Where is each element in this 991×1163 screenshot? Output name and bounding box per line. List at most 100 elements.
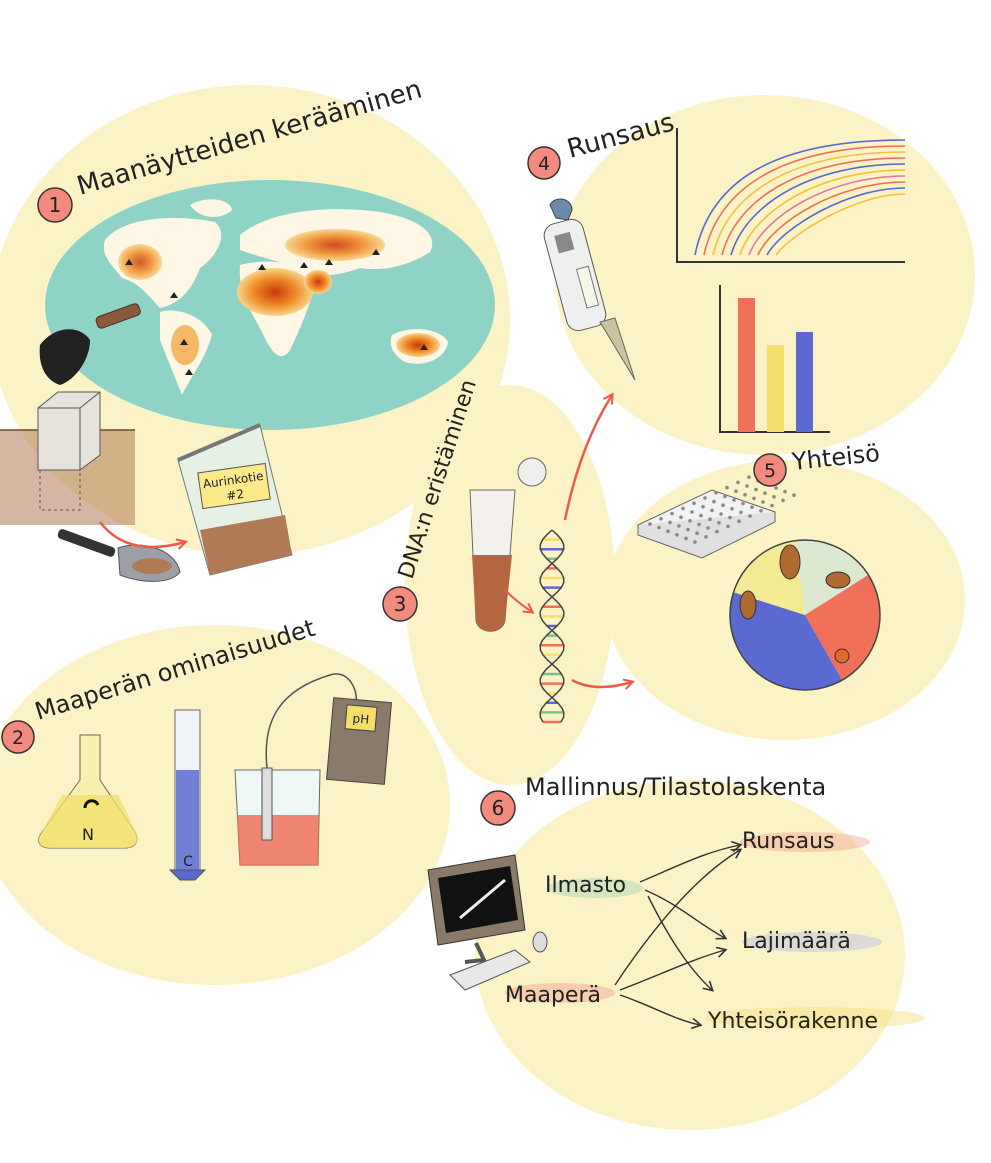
step-badge-1 [37,187,73,223]
plate-well [723,494,727,499]
plate-well [704,535,708,539]
bar-chart-icon [719,285,830,433]
step-badge-2 [1,720,35,754]
cylinder-label: C [183,854,193,870]
curve-line [748,175,906,256]
model-output-richness: Lajimäärä [742,929,851,954]
tube-icon [469,457,547,632]
plate-icon [636,475,796,559]
model-input-soil: Maaperä [505,983,601,1008]
plate-well [675,533,679,537]
plate-well [677,524,681,528]
keyboard-icon [449,949,531,991]
curve-line [739,169,906,256]
plate-well [737,519,741,523]
step-badge-5 [753,453,787,487]
plate-well [747,475,751,480]
world-map-icon [45,180,495,430]
hammer-icon [39,303,141,385]
plate-well [699,513,703,518]
computer-icon [427,854,526,964]
plate-well [772,495,776,499]
dna-icon [539,529,565,724]
plate-well [670,511,674,516]
plate-well [726,524,730,529]
bar-blue [796,332,813,432]
plate-well [666,529,670,533]
plate-well [763,491,767,496]
plate-well [741,501,745,506]
plate-well [719,512,723,516]
curve-line [721,157,906,256]
step-number-1: 1 [49,193,62,217]
bag-label-line2: #2 [226,487,245,503]
ph-cable [265,673,357,769]
plate-well [715,529,719,534]
plate-well [732,498,736,502]
plate-well [725,485,729,490]
plate-well [781,498,785,503]
plate-well [748,514,752,518]
plate-well [668,520,672,525]
plate-well [739,510,743,515]
plate-well [710,508,714,513]
step-number-6: 6 [492,796,505,820]
plate-well [684,536,688,541]
plate-well [730,507,734,511]
plate-well [728,515,732,520]
soil-core-icon [0,391,135,525]
arrow-dna-to-community [571,680,632,687]
step-number-2: 2 [12,727,24,749]
ph-meter-label: pH [352,711,370,726]
plate-well [679,515,683,519]
plate-well [708,517,712,521]
curve-line [712,151,906,256]
plate-well [706,526,710,530]
plate-well [686,527,690,532]
trowel-icon [57,529,181,582]
flask-icon: N [38,734,138,849]
curve-line [766,187,906,256]
step-number-4: 4 [538,153,550,175]
sample-bag-icon: Aurinkotie #2 [177,423,293,576]
blob-6 [475,780,905,1130]
curve-line [703,145,906,256]
step-number-3: 3 [394,592,407,616]
dna-strand [539,529,565,723]
ph-meter-icon: pH [325,697,393,785]
plate-well [688,519,692,523]
step-badge-4 [527,146,561,180]
curve-line [694,139,906,256]
plate-well [783,489,787,494]
plate-well [712,499,716,504]
step-6: 6 Mallinnus/Tilastolaskenta [480,773,826,826]
step-title-6: Mallinnus/Tilastolaskenta [525,773,826,801]
plate-well [714,491,718,495]
plate-well [736,480,740,485]
plate-well [648,522,652,526]
bar-yellow [767,345,784,432]
plate-well [754,487,758,492]
plate-well [770,503,774,508]
plate-well [743,493,747,497]
plate-well [750,505,754,510]
label-highlights [505,832,925,1029]
plate-well [692,501,696,506]
plate-well [681,506,685,511]
plate-well [792,493,796,498]
plate-well [774,486,778,490]
plate-well [759,509,763,513]
line-chart-icon [676,128,906,263]
plate-well [695,531,699,535]
plate-well [717,521,721,525]
step-badge-6 [480,790,516,826]
plate-well [657,525,661,530]
step-number-5: 5 [764,460,776,482]
curve-line [775,193,906,256]
plate-well [697,522,701,527]
plate-well [703,496,707,500]
dna-strand [539,529,565,723]
step-badge-3 [382,586,418,622]
pipette-icon [543,198,636,381]
